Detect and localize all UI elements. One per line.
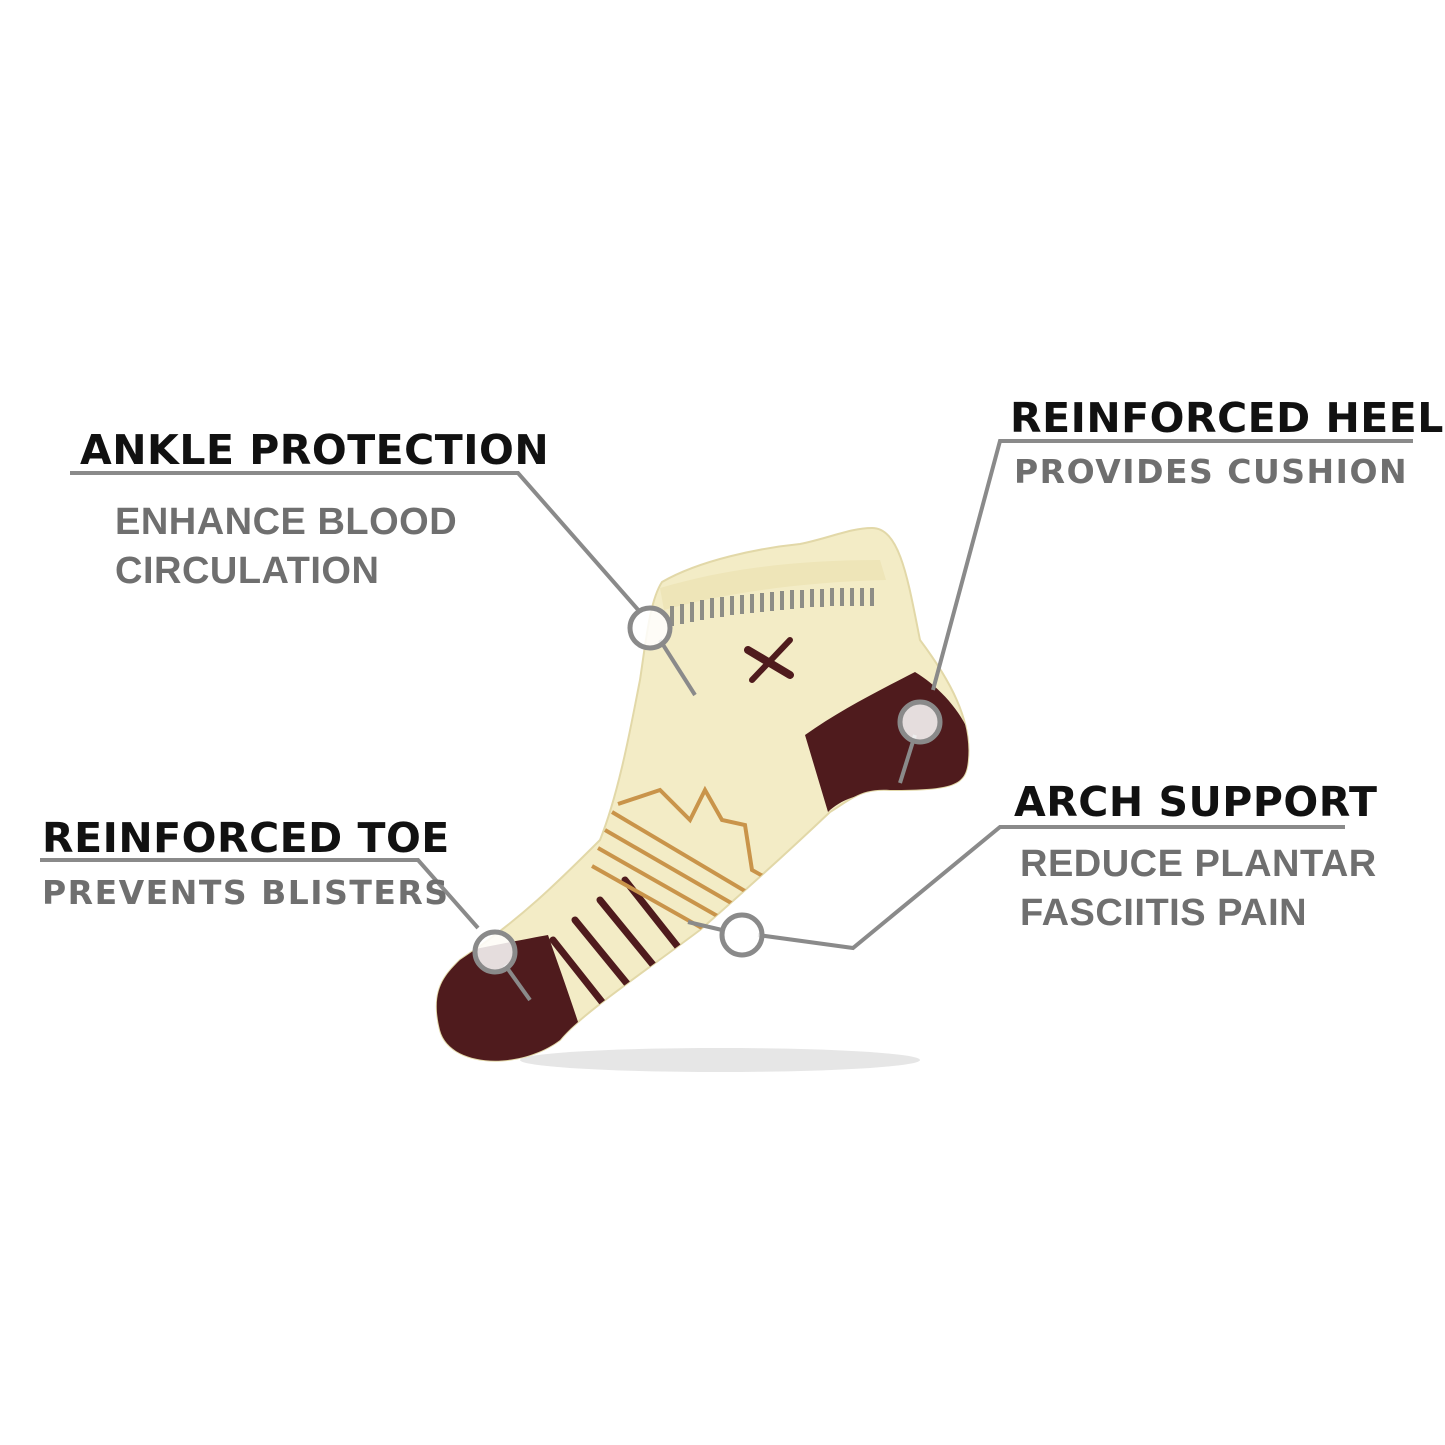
ankle-description-line1: ENHANCE BLOOD [115,501,458,543]
cuff-ribbing [670,588,874,626]
arch-description-line2: FASCIITIS PAIN [1020,892,1308,934]
arch-description: REDUCE PLANTAR FASCIITIS PAIN [1020,840,1377,938]
toe-leader-line [40,858,480,930]
brand-logo-icon [744,637,794,683]
toe-patch [436,935,590,1061]
heel-title: REINFORCED HEEL [1010,394,1444,442]
heel-subtitle: PROVIDES CUSHION [1014,452,1409,491]
toe-subtitle: PREVENTS BLISTERS [42,873,450,912]
ankle-description: ENHANCE BLOOD CIRCULATION [115,498,457,596]
ankle-title: ANKLE PROTECTION [80,426,550,474]
heel-marker-icon [897,699,943,745]
toe-title: REINFORCED TOE [42,814,450,862]
arch-marker-icon [719,912,765,958]
heel-leader-line [931,439,1413,691]
arch-description-line1: REDUCE PLANTAR [1020,843,1377,885]
cuff-band [660,560,886,610]
ankle-marker-icon [627,605,673,651]
ankle-leader-line [70,471,642,614]
ankle-pointer-line [658,638,697,697]
leader-lines [40,439,1413,1002]
arch-pointer-line [687,920,723,932]
toe-pointer-line [503,963,532,1002]
sock-shadow [520,1048,920,1072]
ankle-description-line2: CIRCULATION [115,550,380,592]
toe-marker-icon [472,929,518,975]
arch-title: ARCH SUPPORT [1014,778,1378,826]
arch-leader-line [757,825,1345,951]
